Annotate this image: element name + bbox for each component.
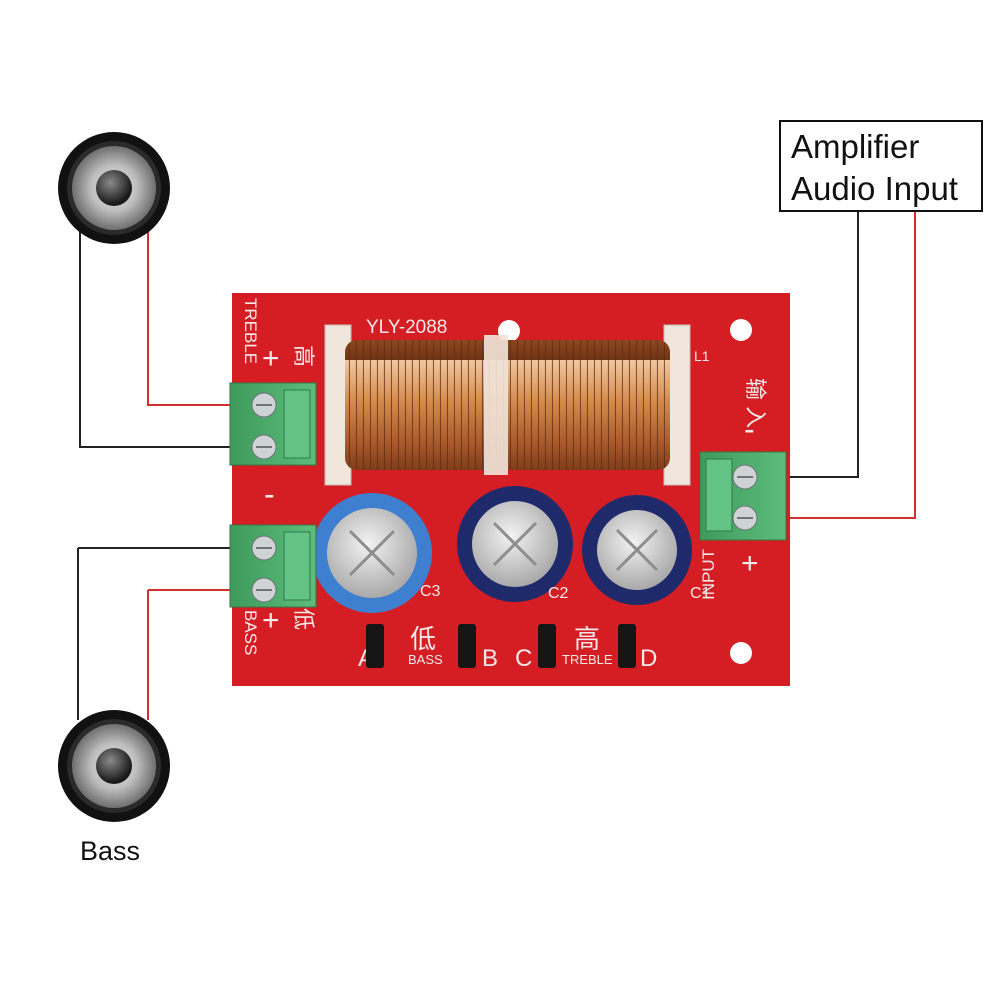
- jumper-d-label: D: [640, 645, 657, 672]
- bass-speaker-label: Bass: [80, 836, 141, 866]
- cap-c1-label: C1: [690, 585, 711, 602]
- bass-terminal: [229, 524, 317, 608]
- capacitor-c3: C3: [312, 493, 441, 613]
- jumper-treble-label: TREBLE: [562, 652, 613, 667]
- crossover-board: YLY-2088 L1 TREBLE + 高 - BASS + 低 输 入 - …: [229, 293, 790, 686]
- bass-cn: 低: [291, 608, 316, 630]
- bass-label: BASS: [241, 610, 260, 655]
- cap-c3-label: C3: [420, 583, 441, 600]
- input-cn: 输 入: [743, 378, 768, 428]
- mounting-hole: [730, 319, 752, 341]
- jumper-bass-label: BASS: [408, 652, 443, 667]
- input-minus: -: [744, 411, 755, 447]
- treble-cn: 高: [291, 345, 316, 367]
- treble-terminal: [229, 382, 317, 466]
- inductor-coil: [324, 324, 691, 486]
- treble-speaker-icon: [58, 132, 170, 244]
- treble-positive-wire: [147, 225, 262, 406]
- treble-label: TREBLE: [241, 298, 260, 364]
- jumper-treble-cn: 高: [574, 624, 600, 654]
- treble-plus: +: [262, 342, 280, 375]
- bass-plus: +: [262, 604, 280, 637]
- cable-tie: [484, 335, 508, 475]
- jumper-b-label: B: [482, 645, 498, 672]
- input-plus: +: [741, 547, 759, 580]
- input-positive-wire: [745, 212, 916, 519]
- capacitor-c2: C2: [457, 486, 573, 602]
- jumper-a[interactable]: [366, 624, 384, 668]
- capacitor-c1: C1: [582, 495, 711, 605]
- jumper-c[interactable]: [538, 624, 556, 668]
- input-label: INPUT: [699, 549, 718, 600]
- jumper-d[interactable]: [618, 624, 636, 668]
- bass-speaker-icon: [58, 710, 170, 822]
- cap-c2-label: C2: [548, 585, 569, 602]
- treble-negative-wire: [79, 225, 262, 448]
- board-model: YLY-2088: [366, 317, 447, 338]
- callout-line-2: Audio Input: [791, 170, 958, 207]
- jumper-b[interactable]: [458, 624, 476, 668]
- jumper-row: A 低 BASS B C 高 TREBLE D: [358, 624, 657, 672]
- input-terminal: [699, 451, 787, 541]
- jumper-c-label: C: [515, 645, 532, 672]
- coil-label: L1: [694, 348, 710, 364]
- treble-minus: -: [264, 476, 275, 512]
- mounting-hole: [730, 642, 752, 664]
- callout-line-1: Amplifier: [791, 128, 920, 165]
- jumper-bass-cn: 低: [410, 624, 436, 654]
- amplifier-input-callout: Amplifier Audio Input: [779, 120, 983, 212]
